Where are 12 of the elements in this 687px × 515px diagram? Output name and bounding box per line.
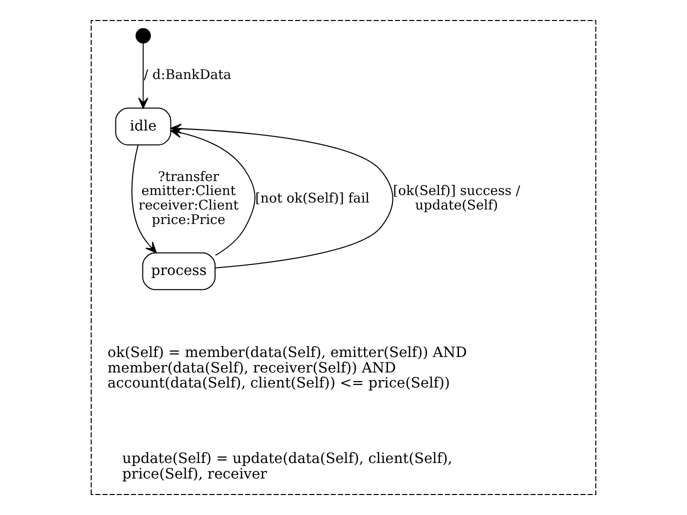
arrow — [131, 144, 157, 254]
label: update(Self) = update(data(Self), client(Self), price(Self), receiver — [122, 451, 452, 482]
edge-label: [not ok(Self)] fail — [255, 191, 370, 206]
node-circle — [136, 28, 151, 44]
label: ok(Self) = member(data(Self), emitter(Self)) AND member(data(Self), receiver(Self)) AND account(data(Self), client(Self)) <= price(Self)) — [108, 345, 467, 392]
edge-label: / d:BankData — [144, 68, 232, 84]
arrow — [138, 43, 148, 109]
edge-label: [ok(Self)] success / update(Self) — [393, 184, 520, 214]
node-box: process — [142, 252, 216, 290]
edge-label: ?transfer emitter:Client receiver:Client price:Price — [138, 170, 239, 228]
node-box: idle — [115, 108, 172, 146]
cluster — [90, 20, 596, 495]
